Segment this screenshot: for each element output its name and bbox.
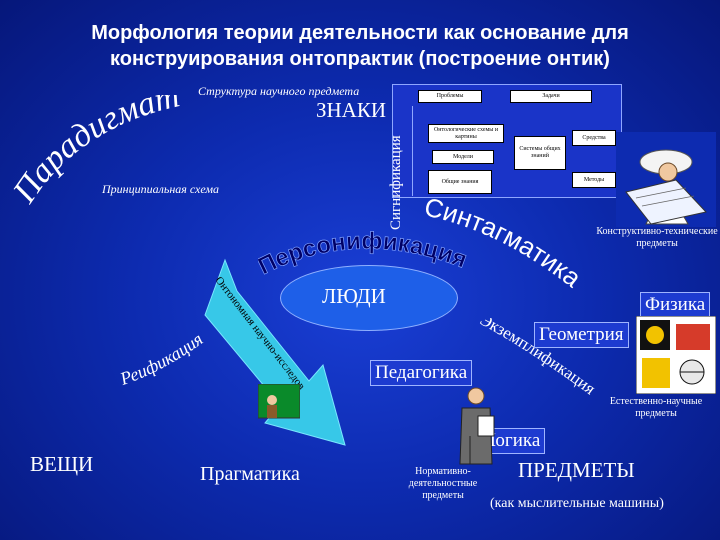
normative-subjects-label: Нормативно-деятельностные предметы	[408, 466, 478, 501]
people-oval	[280, 265, 458, 331]
pragmatics-label: Прагматика	[200, 463, 300, 485]
natural-science-label: Естественно-научные предметы	[609, 396, 703, 419]
physics-box: Физика	[640, 292, 711, 318]
means-box: Средства	[572, 130, 616, 146]
constructive-subjects-label: Конструктивно-технические предметы	[596, 226, 718, 249]
principal-scheme-label: Принципиальная схема	[102, 182, 220, 196]
geometry-box: Геометрия	[534, 322, 629, 348]
page-title: Морфология теории деятельности как основ…	[10, 20, 710, 72]
things-label: ВЕЩИ	[30, 452, 94, 476]
methods-box: Методы	[572, 172, 616, 188]
reifikatsiya-curve: Реификация	[118, 329, 206, 389]
general-knowledge-box: Общие знания	[428, 170, 492, 194]
title-line-2: конструирования онтопрактик (построение …	[110, 48, 610, 70]
personifikatsiya-curve: Персонификация	[258, 227, 471, 280]
science-illustration	[636, 316, 716, 394]
tasks-box: Задачи	[510, 90, 592, 103]
businessman-illustration	[459, 387, 495, 465]
reifikatsiya-label: Реификация	[118, 329, 206, 389]
znaki-label: ЗНАКИ	[316, 98, 387, 122]
arrow-text-curve: Онтономная научно-исследовательской деят…	[200, 270, 307, 392]
paradigmatika-curve: Парадигматика	[0, 95, 183, 210]
subjects-label: ПРЕДМЕТЫ	[518, 458, 635, 482]
model-box: Модели	[432, 150, 494, 164]
systems-box: Системы общих знаний	[514, 136, 566, 170]
title-line-1: Морфология теории деятельности как основ…	[91, 22, 629, 44]
pedagogy-box: Педагогика	[370, 360, 473, 386]
structure-divider	[412, 106, 413, 196]
engineer-illustration	[616, 132, 716, 227]
teacher-illustration	[258, 384, 300, 419]
sintagmatika-curve: Синтагматика	[422, 191, 578, 293]
problems-box: Проблемы	[418, 90, 482, 103]
ontological-box: Онтологические схемы и картины	[428, 124, 504, 143]
thinking-machines-label: (как мыслительные машины)	[490, 496, 664, 511]
svg-text:Реификация: Реификация	[118, 329, 206, 389]
structure-label: Структура научного предмета	[198, 84, 360, 98]
people-label: ЛЮДИ	[322, 284, 386, 308]
ontonomy-arrow	[204, 258, 346, 446]
